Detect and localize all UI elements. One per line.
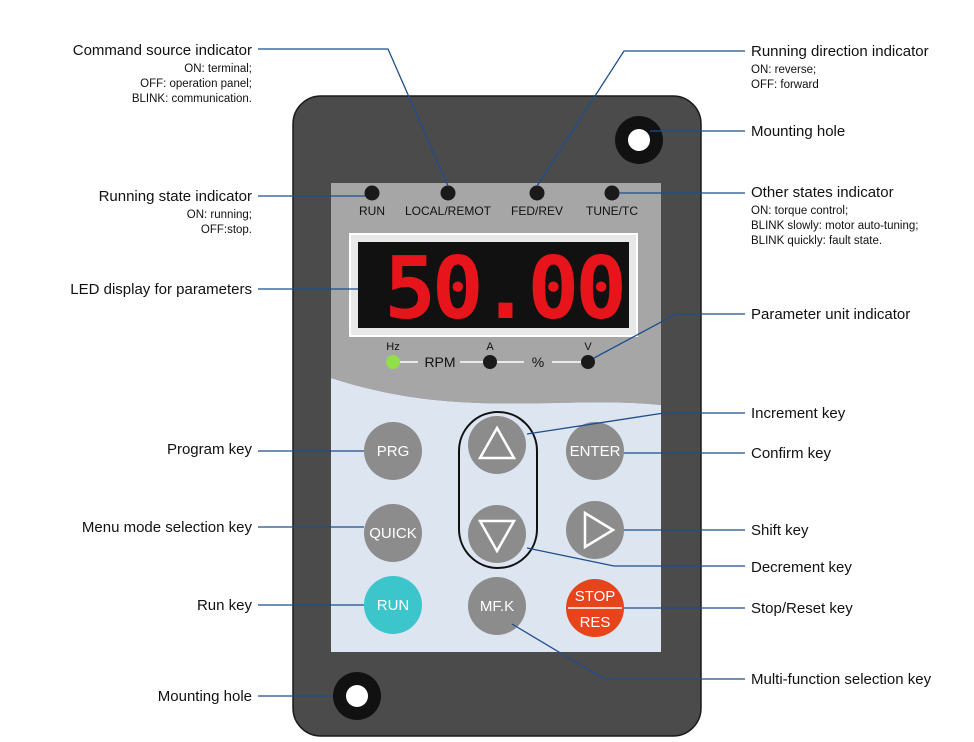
stop-key-label: STOP	[575, 588, 616, 605]
program-key-title: Program key	[167, 441, 253, 458]
other-states-title: Other states indicator	[751, 184, 894, 201]
mounting-hole-icon	[333, 672, 381, 720]
unit-gap	[418, 354, 460, 370]
quick-key[interactable]: QUICK	[364, 504, 422, 562]
decrement-key[interactable]	[468, 505, 526, 563]
command-source-line-2: OFF: operation panel;	[140, 78, 252, 90]
hz-led-icon	[386, 355, 400, 369]
prg-key[interactable]: PRG	[364, 422, 422, 480]
indicator-led-icon	[604, 185, 620, 201]
quick-key-label: QUICK	[369, 525, 417, 542]
res-key-label: RES	[580, 614, 611, 631]
command-source-title: Command source indicator	[73, 42, 252, 59]
leader-parameter-unit	[593, 313, 745, 359]
shift-key[interactable]	[566, 501, 624, 559]
multi-function-title: Multi-function selection key	[751, 671, 932, 688]
unit-gap	[524, 354, 552, 370]
increment-key[interactable]	[468, 416, 526, 474]
unit-hz: Hz	[386, 341, 399, 353]
confirm-title: Confirm key	[751, 445, 832, 462]
command-source-line-1: ON: terminal;	[184, 63, 252, 75]
unit-percent: %	[532, 354, 544, 370]
right-triangle-icon	[583, 510, 616, 550]
run-key-label: RUN	[377, 597, 410, 614]
indicator-led-icon	[440, 185, 456, 201]
a-led-icon	[483, 355, 497, 369]
leader-lines	[258, 48, 745, 697]
down-triangle-icon	[477, 519, 517, 554]
run-key-title: Run key	[197, 597, 253, 614]
local-remot-indicator-label: LOCAL/REMOT	[405, 204, 492, 218]
enter-key[interactable]: ENTER	[566, 422, 624, 480]
fed-rev-indicator-label: FED/REV	[511, 204, 563, 218]
running-direction-line-2: OFF: forward	[751, 79, 819, 91]
parameter-unit-title: Parameter unit indicator	[751, 306, 910, 323]
running-state-line-1: ON: running;	[187, 209, 252, 221]
leader-increment	[526, 412, 745, 435]
running-direction-line-1: ON: reverse;	[751, 64, 816, 76]
enter-key-label: ENTER	[570, 443, 621, 460]
other-states-line-3: BLINK quickly: fault state.	[751, 235, 882, 247]
decrement-title: Decrement key	[751, 559, 852, 576]
unit-rpm: RPM	[424, 354, 455, 370]
v-led-icon	[581, 355, 595, 369]
unit-v: V	[584, 341, 592, 353]
run-indicator-label: RUN	[359, 204, 385, 218]
stop-reset-key[interactable]: STOP RES	[566, 579, 624, 637]
led-display-title: LED display for parameters	[70, 281, 252, 298]
other-states-line-2: BLINK slowly: motor auto-tuning;	[751, 220, 918, 232]
indicator-led-icon	[364, 185, 380, 201]
mfk-key[interactable]: MF.K	[468, 577, 526, 635]
tune-tc-indicator-label: TUNE/TC	[586, 204, 638, 218]
other-states-line-1: ON: torque control;	[751, 205, 848, 217]
leader-command-source	[258, 48, 449, 187]
running-state-title: Running state indicator	[99, 188, 252, 205]
led-display-value: 50.00	[384, 239, 623, 339]
mounting-hole-right-title: Mounting hole	[751, 123, 845, 140]
stop-reset-title: Stop/Reset key	[751, 600, 853, 617]
shift-title: Shift key	[751, 522, 809, 539]
indicator-led-icon	[529, 185, 545, 201]
leader-multi-function	[511, 623, 745, 680]
leader-running-direction	[536, 50, 745, 187]
updown-key-group	[458, 411, 538, 569]
mfk-key-label: MF.K	[480, 598, 514, 615]
prg-key-label: PRG	[377, 443, 410, 460]
menu-mode-title: Menu mode selection key	[82, 519, 253, 536]
increment-title: Increment key	[751, 405, 846, 422]
running-direction-title: Running direction indicator	[751, 43, 929, 60]
mounting-hole-icon	[615, 116, 663, 164]
leader-decrement	[526, 547, 745, 567]
command-source-line-3: BLINK: communication.	[132, 93, 252, 105]
up-triangle-icon	[477, 425, 517, 460]
unit-a: A	[486, 341, 494, 353]
running-state-line-2: OFF:stop.	[201, 224, 252, 236]
run-key[interactable]: RUN	[364, 576, 422, 634]
led-display	[358, 242, 629, 328]
mounting-hole-left-title: Mounting hole	[158, 688, 252, 705]
